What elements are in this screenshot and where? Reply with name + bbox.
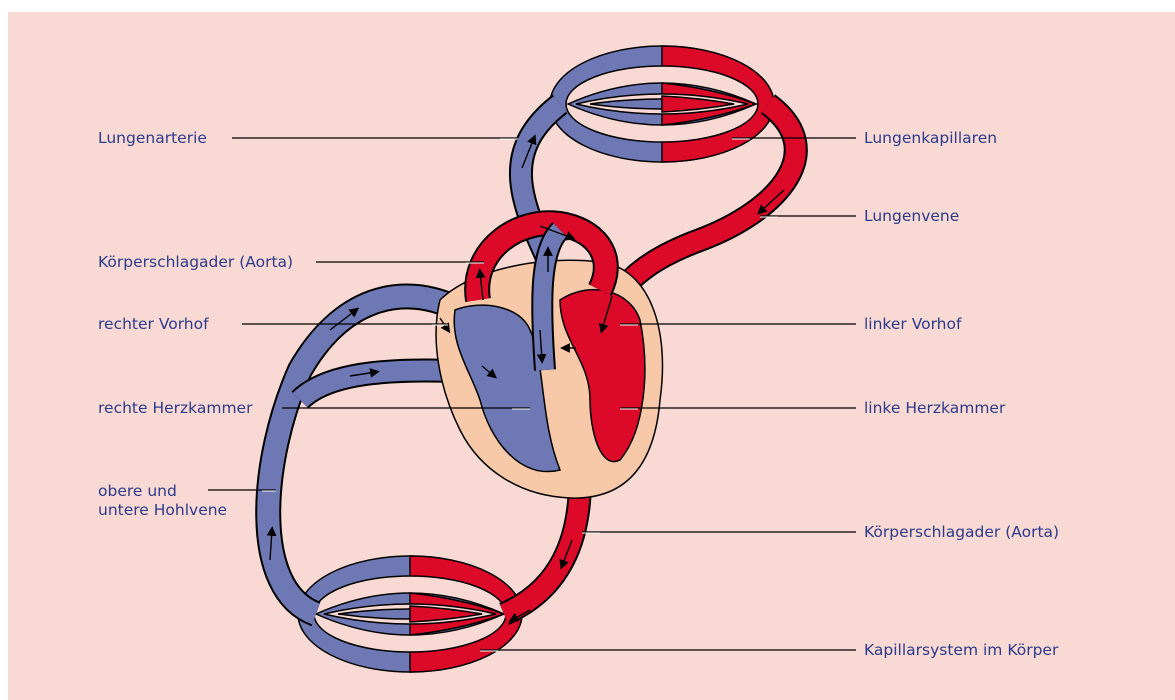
label-lungenvene: Lungenvene <box>864 207 959 226</box>
label-aorta-top: Körperschlagader (Aorta) <box>98 253 293 272</box>
body-capillaries <box>298 556 522 672</box>
label-linke-herzkammer: linke Herzkammer <box>864 399 1005 418</box>
label-lungenarterie: Lungenarterie <box>98 129 207 148</box>
lung-capillaries <box>550 46 774 162</box>
label-hohlvene: obere und untere Hohlvene <box>98 482 227 520</box>
label-linker-vorhof: linker Vorhof <box>864 315 961 334</box>
label-rechte-herzkammer: rechte Herzkammer <box>98 399 252 418</box>
label-rechter-vorhof: rechter Vorhof <box>98 315 209 334</box>
label-hohlvene-line1: obere und <box>98 482 227 501</box>
label-hohlvene-line2: untere Hohlvene <box>98 501 227 520</box>
heart <box>436 223 662 498</box>
label-aorta-bottom: Körperschlagader (Aorta) <box>864 523 1059 542</box>
label-lungenkapillaren: Lungenkapillaren <box>864 129 997 148</box>
label-kapillarsystem: Kapillarsystem im Körper <box>864 641 1058 660</box>
